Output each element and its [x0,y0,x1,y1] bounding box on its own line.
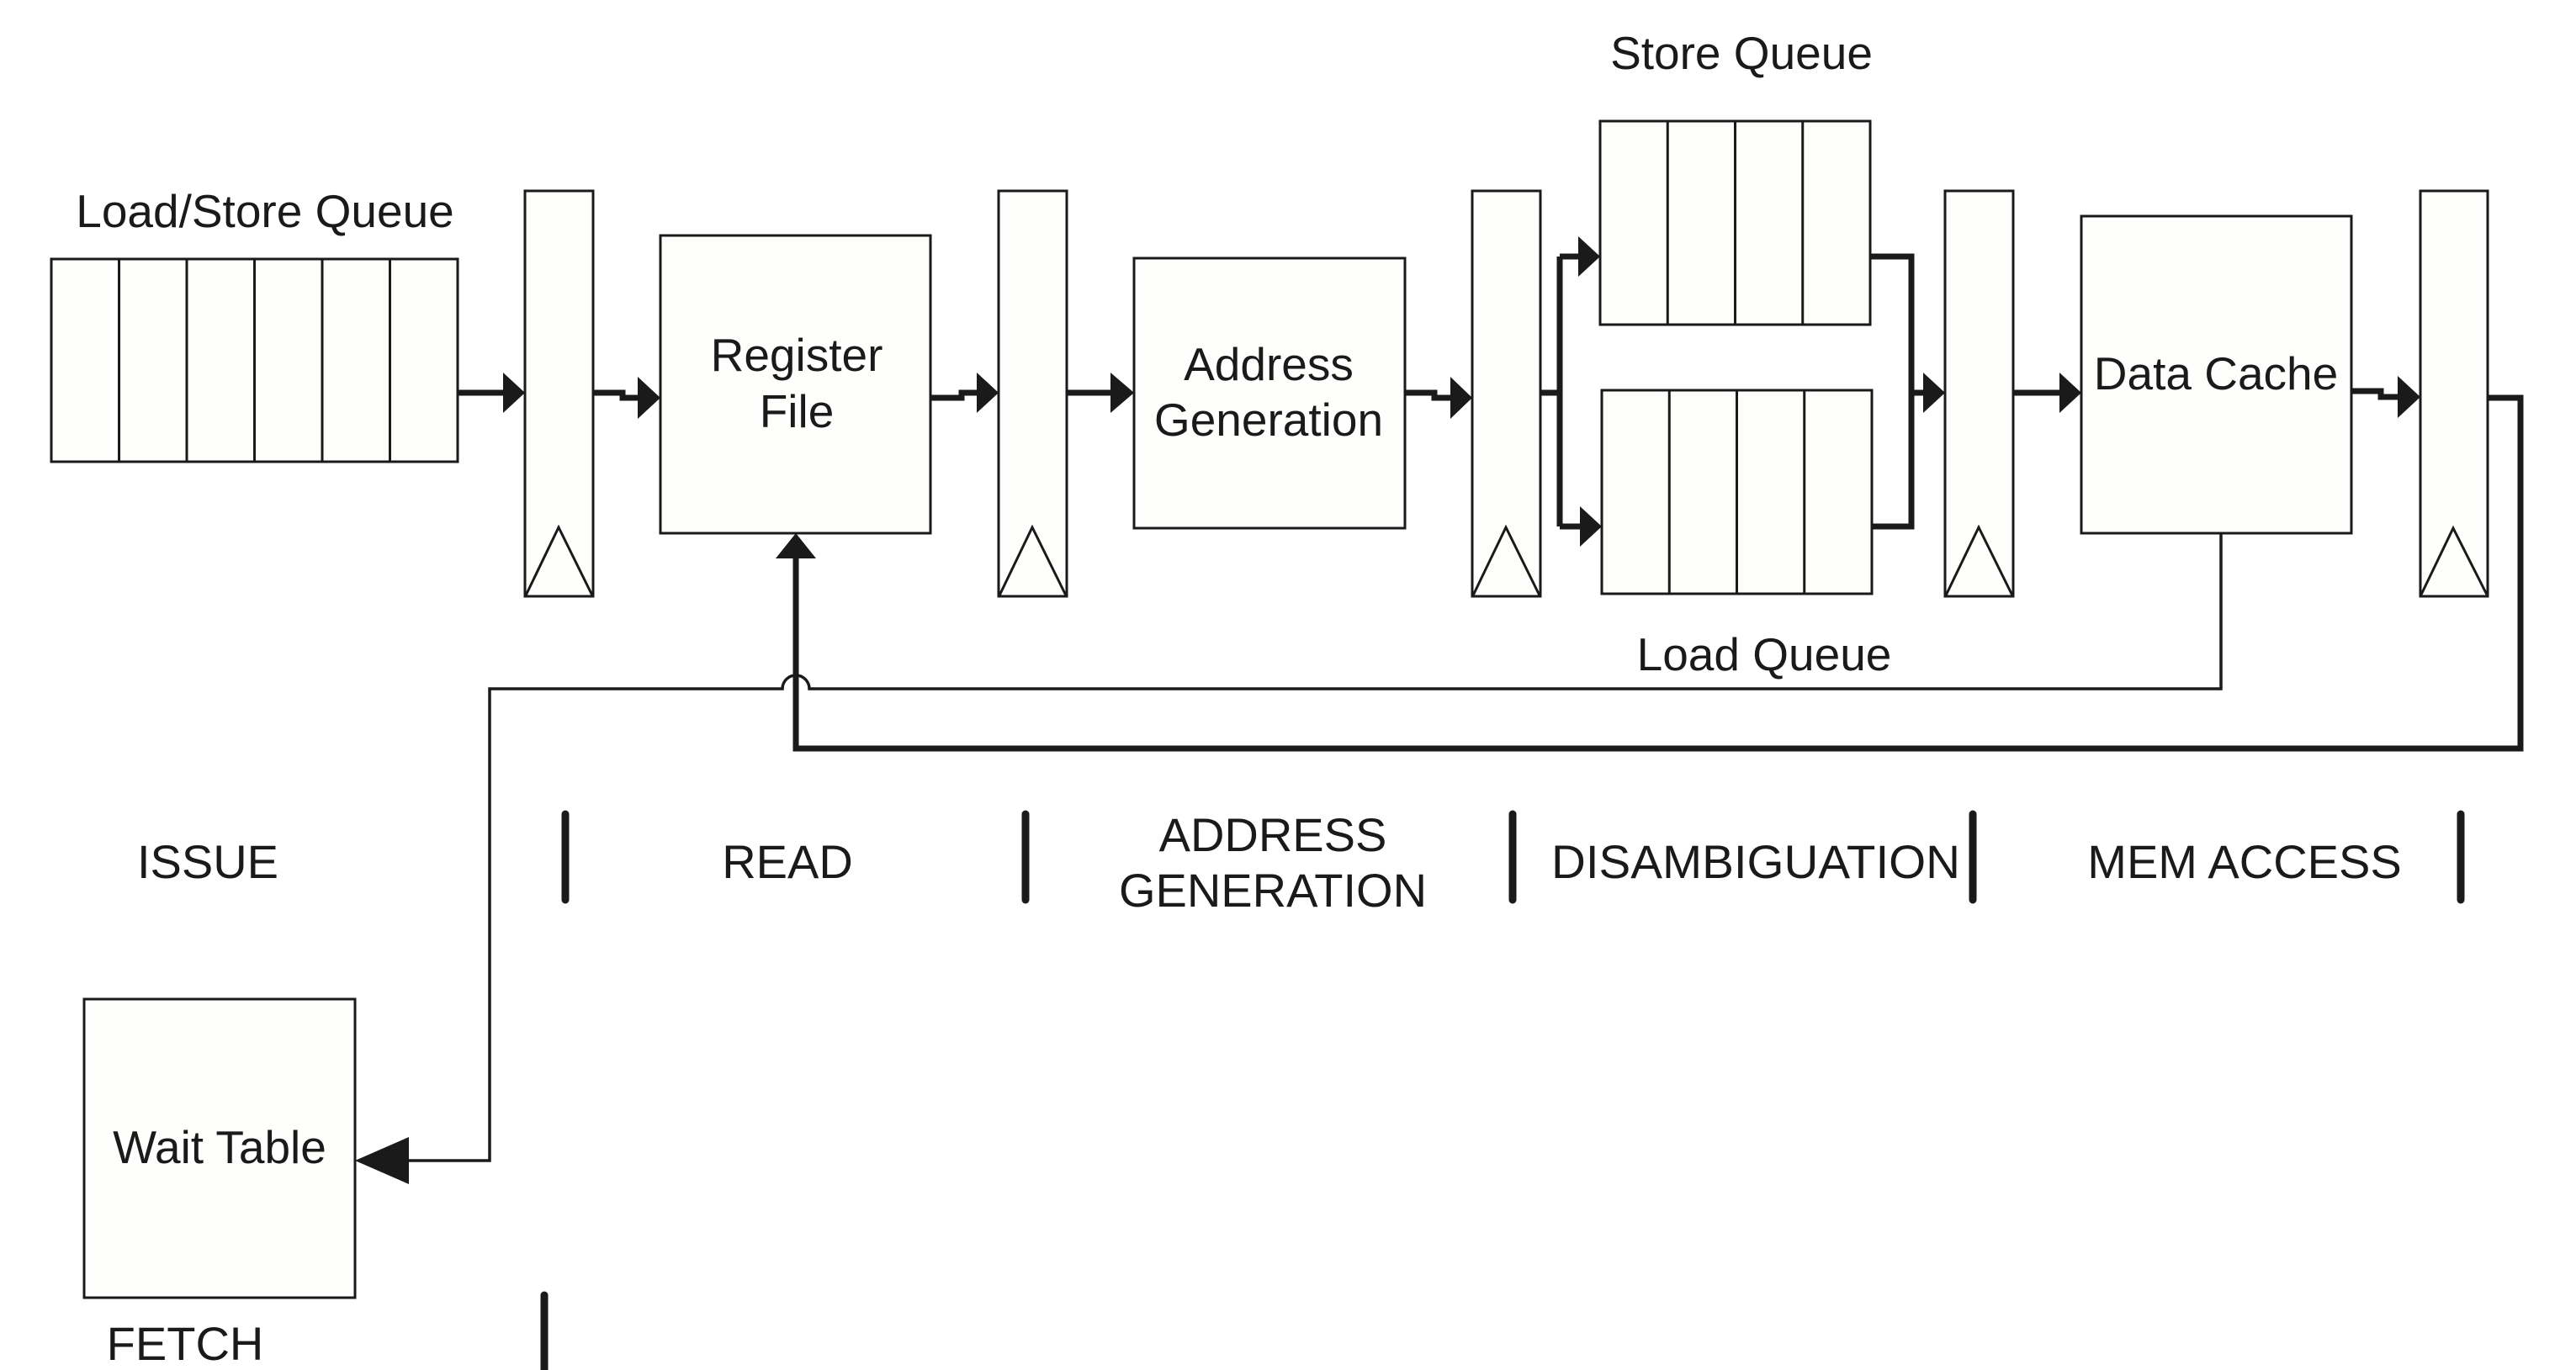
address-generation-label-line-2: Generation [1154,394,1383,446]
wait-table-box [82,997,357,1299]
load-queue-entries [1667,390,1806,594]
pipeline-register-5 [2419,189,2489,598]
clock-triangle-icon [1944,524,2014,596]
arrowhead-icon [1110,373,1134,413]
pipeline-register-1-box [523,189,595,598]
load-store-queue-entries [118,259,391,462]
store-queue-entries [1666,121,1805,325]
data-cache-box [2080,214,2353,535]
arrowhead-icon [638,377,660,419]
register-file-label-line-2: File [760,385,835,437]
wire-queues-merge [1870,253,1915,530]
load-queue: Load Queue [1600,389,1892,680]
load-queue-label: Load Queue [1637,628,1892,680]
stage-label-mem-access: MEM ACCESS [2087,835,2401,888]
clock-triangle-icon [1471,524,1541,596]
stage-labels: ISSUE READ ADDRESS GENERATION DISAMBIGUA… [107,808,2465,1370]
wire-reg1-to-register-file [593,389,639,401]
pipeline-register-3-box [1471,189,1542,598]
arrowhead-icon [776,533,816,558]
pipeline-register-3 [1471,189,1542,598]
arrowhead-icon [1923,373,1945,413]
arrowhead-icon [2059,373,2081,413]
stage-label-fetch: FETCH [107,1317,264,1370]
load-store-queue-label: Load/Store Queue [76,185,454,237]
stage-label-address-generation-line-2: GENERATION [1119,864,1427,917]
pipeline-register-5-box [2419,189,2489,598]
pipeline-register-1 [523,189,595,598]
arrowhead-icon [1580,506,1602,547]
store-queue: Store Queue [1598,27,1873,326]
pipeline-register-4 [1943,189,2015,598]
clock-triangle-icon [998,524,1068,596]
wait-table: Wait Table [82,997,357,1299]
stage-label-read: READ [722,835,853,888]
wire-data-cache-to-wait-table [379,533,2223,1162]
arrowhead-icon [355,1137,409,1184]
arrowhead-icon [1450,377,1472,419]
wire-data-cache-to-reg5 [2351,388,2399,400]
arrowhead-icon [2398,376,2420,418]
clock-triangle-icon [524,524,594,596]
wait-table-feedback-path [355,533,2223,1184]
data-cache-label: Data Cache [2094,347,2338,399]
clock-triangle-icon [2420,525,2489,595]
wait-table-label: Wait Table [113,1121,326,1173]
datapath-wires [458,236,2420,547]
arrowhead-icon [977,373,999,413]
arrowhead-icon [503,373,525,413]
pipeline-register-4-box [1943,189,2015,598]
stage-label-address-generation-line-1: ADDRESS [1159,808,1387,861]
pipeline-register-2-box [997,189,1068,598]
address-generation-box [1132,257,1407,530]
writeback-path [776,394,2524,752]
wire-register-file-to-reg2 [930,389,978,401]
register-file-label-line-1: Register [711,329,883,381]
wire-writeback-bus [792,394,2524,752]
register-file: Register File [659,234,932,535]
load-store-queue: Load/Store Queue [50,185,459,463]
register-file-box [659,234,932,535]
stage-label-disambiguation: DISAMBIGUATION [1551,835,1960,888]
data-cache: Data Cache [2080,214,2353,535]
address-generation-label-line-1: Address [1184,338,1354,390]
pipeline-register-2 [997,189,1068,598]
address-generation-unit: Address Generation [1132,257,1407,530]
stage-label-issue: ISSUE [137,835,278,888]
arrowhead-icon [1578,236,1600,277]
store-queue-label: Store Queue [1610,27,1873,79]
wire-address-generation-to-reg3 [1405,389,1452,401]
